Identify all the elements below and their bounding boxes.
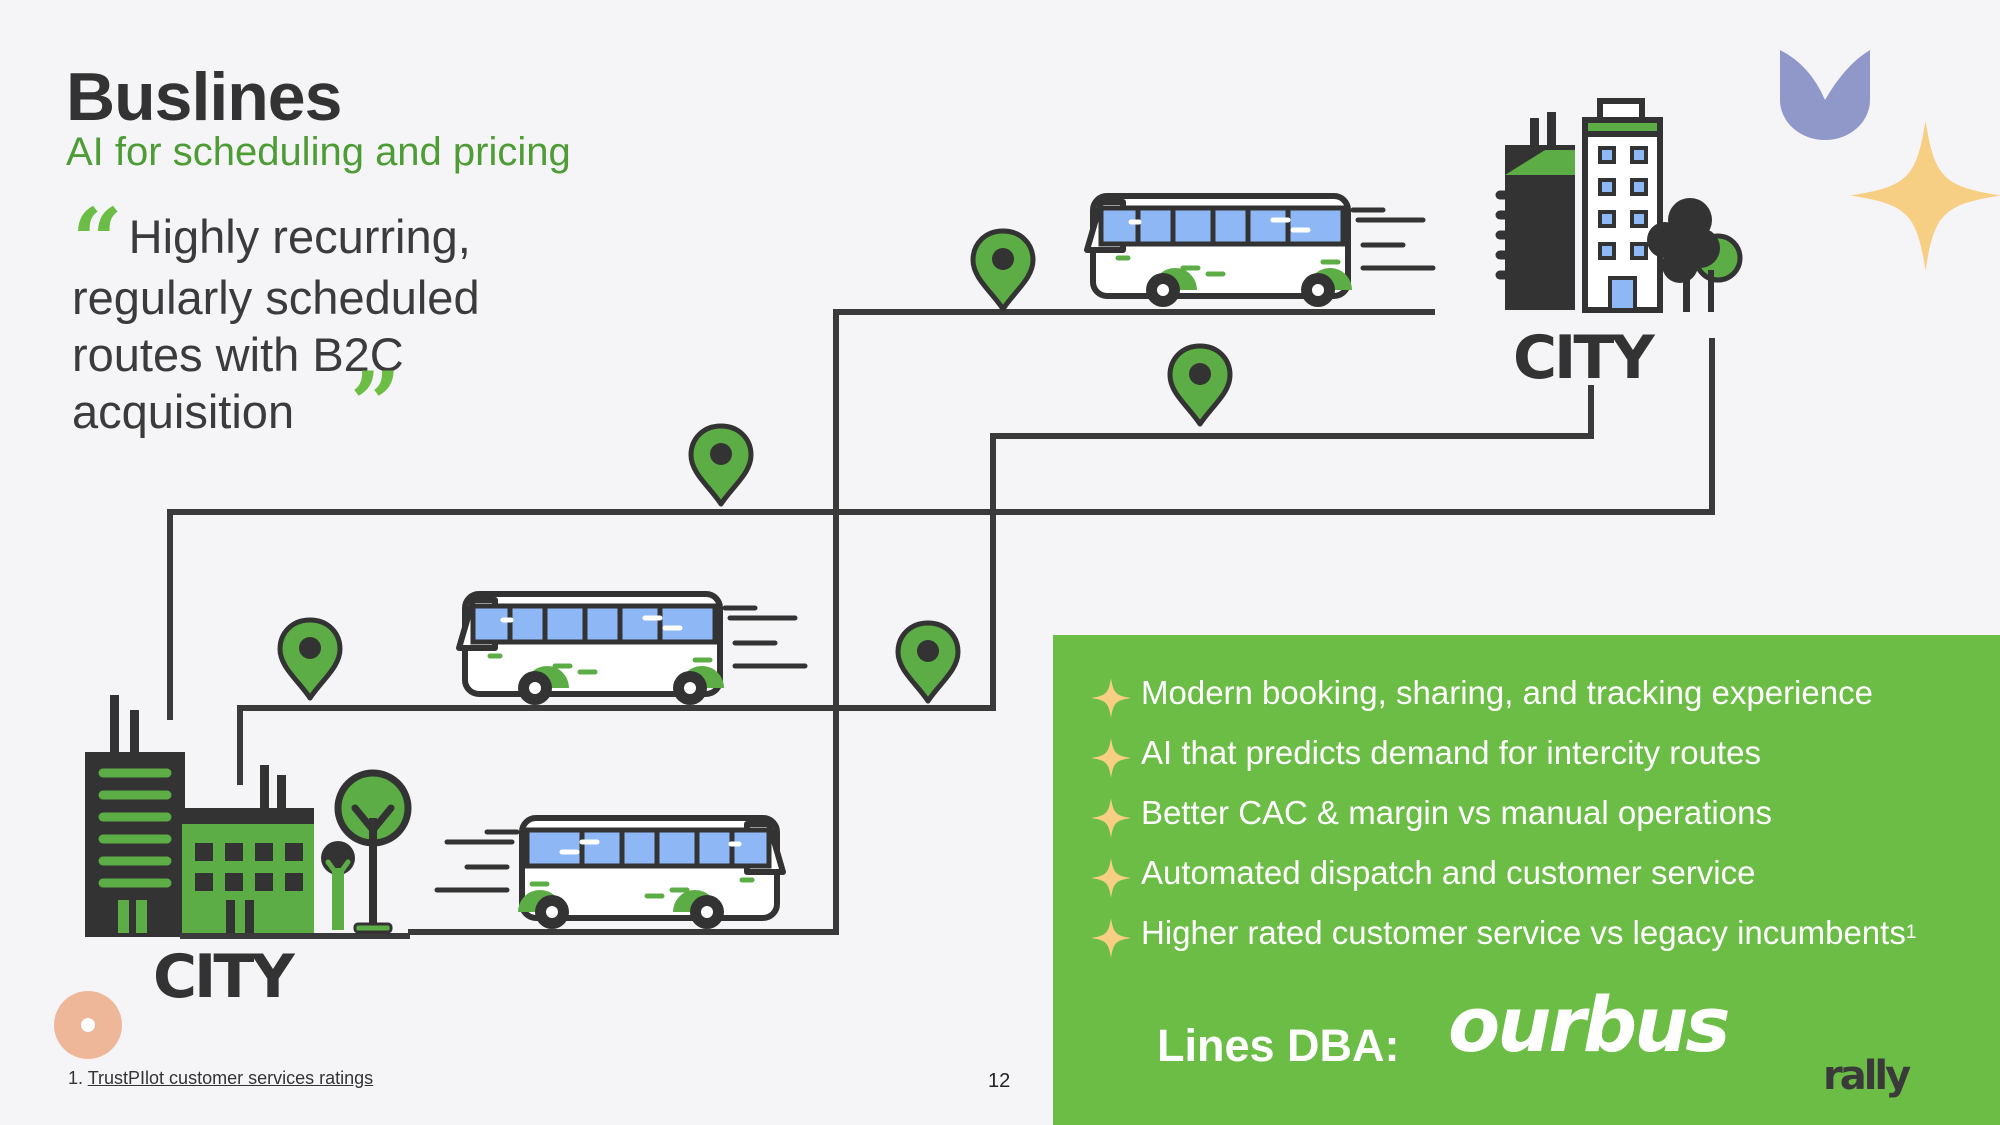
map-pin-icon [280, 620, 340, 698]
features-panel: Modern booking, sharing, and tracking ex… [1053, 635, 2000, 1125]
map-pin-icon [691, 426, 751, 504]
sparkle-star-icon [1091, 918, 1131, 958]
route-line-3 [237, 385, 1594, 785]
map-pin-icon [898, 623, 958, 701]
footnote-number: 1. [68, 1068, 84, 1088]
city-buildings-icon [85, 695, 412, 939]
list-item: Higher rated customer service vs legacy … [1091, 903, 1916, 963]
feature-text: Better CAC & margin vs manual operations [1141, 794, 1772, 831]
double-quote-close-icon: ” [350, 352, 401, 456]
list-item: Automated dispatch and customer service [1091, 843, 1916, 903]
sparkle-star-icon [1850, 120, 2000, 271]
footnote-link[interactable]: TrustPIlot customer services ratings [87, 1068, 374, 1088]
feature-list: Modern booking, sharing, and tracking ex… [1091, 663, 1916, 963]
list-item: Modern booking, sharing, and tracking ex… [1091, 663, 1916, 723]
feature-text: Modern booking, sharing, and tracking ex… [1141, 674, 1873, 711]
bus-icon [437, 818, 783, 929]
rally-logo: rally [1823, 1053, 1911, 1099]
sparkle-star-icon [1091, 738, 1131, 778]
page-subtitle: AI for scheduling and pricing [66, 130, 571, 174]
feature-text: Automated dispatch and customer service [1141, 854, 1756, 891]
donut-dot-icon [54, 991, 122, 1059]
feature-text: AI that predicts demand for intercity ro… [1141, 734, 1761, 771]
bus-icon [1087, 196, 1433, 307]
route-line-1 [167, 338, 1715, 720]
city-label-bottom: CITY [153, 942, 296, 1012]
page-title: Buslines [66, 59, 342, 135]
sparkle-star-icon [1091, 678, 1131, 718]
bus-icon [459, 594, 805, 705]
pull-quote: “Highly recurring, regularly scheduled r… [72, 196, 532, 440]
route-line-2 [408, 309, 1435, 935]
map-pin-icon [973, 231, 1033, 309]
list-item: Better CAC & margin vs manual operations [1091, 783, 1916, 843]
city-label-top: CITY [1513, 323, 1656, 393]
quote-text: Highly recurring, regularly scheduled ro… [72, 210, 480, 438]
ourbus-logo: ourbus [1448, 980, 1731, 1069]
list-item: AI that predicts demand for intercity ro… [1091, 723, 1916, 783]
page-number: 12 [988, 1070, 1011, 1092]
sparkle-star-icon [1091, 798, 1131, 838]
sparkle-star-icon [1091, 858, 1131, 898]
dba-label: Lines DBA: [1157, 1020, 1400, 1071]
leaf-shape-icon [1780, 50, 1870, 140]
footnote-mark: 1 [1905, 922, 1917, 943]
feature-text: Higher rated customer service vs legacy … [1141, 914, 1906, 951]
city-buildings-icon [1495, 98, 1743, 313]
map-pin-icon [1170, 346, 1230, 424]
footnote: 1. TrustPIlot customer services ratings [68, 1068, 373, 1089]
